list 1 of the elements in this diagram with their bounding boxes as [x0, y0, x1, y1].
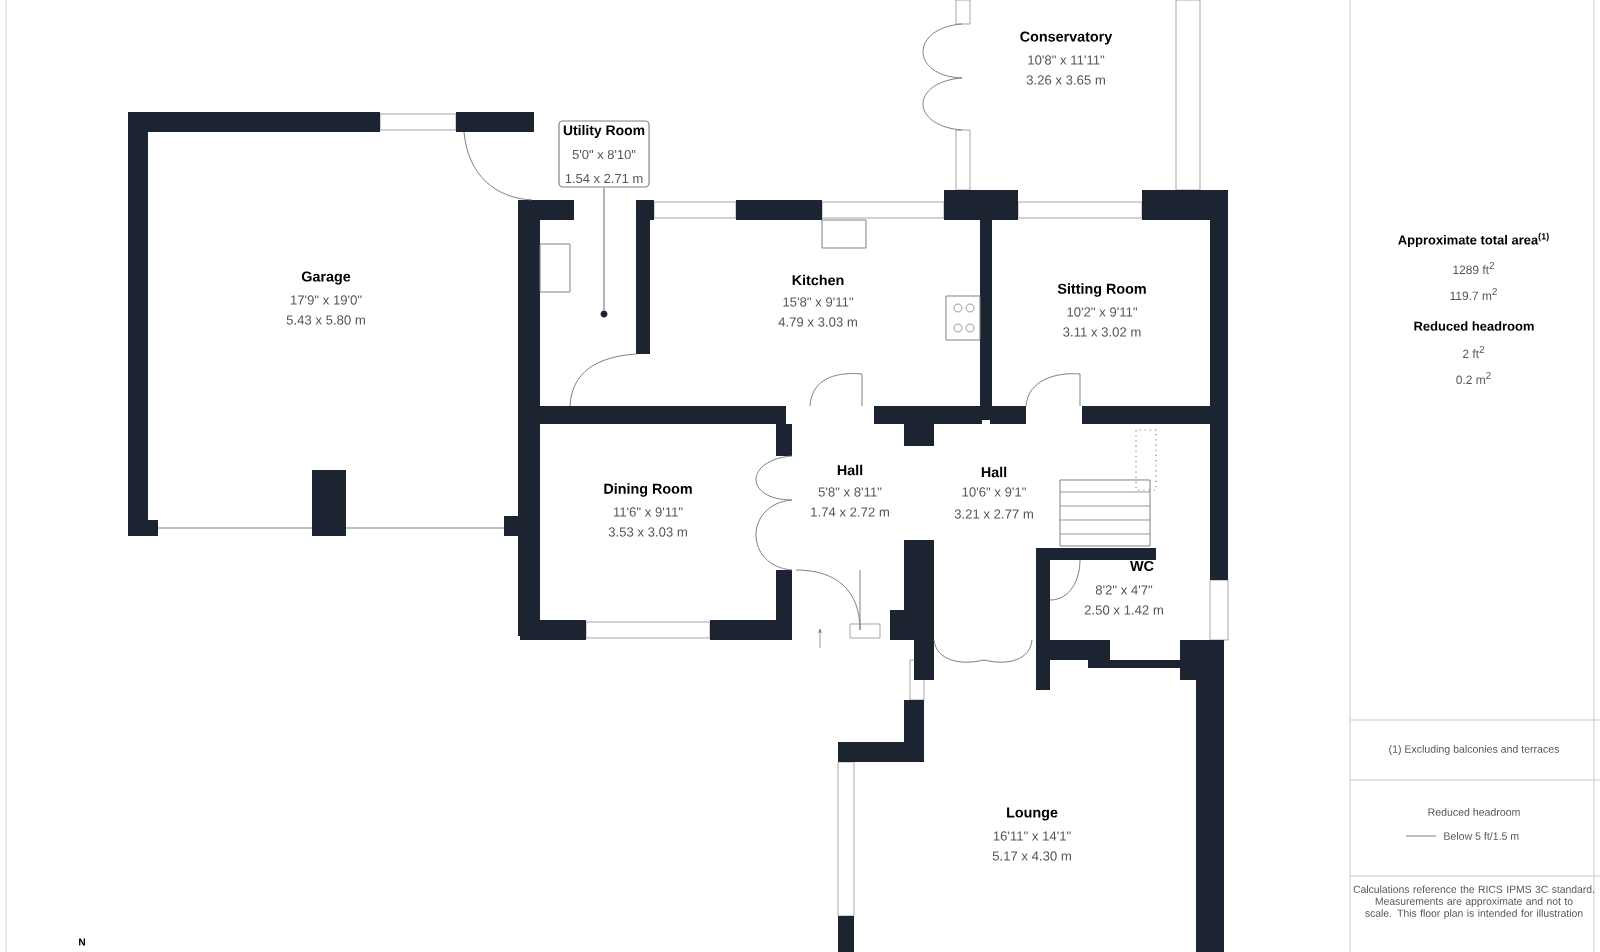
- leader-line: [603, 187, 605, 311]
